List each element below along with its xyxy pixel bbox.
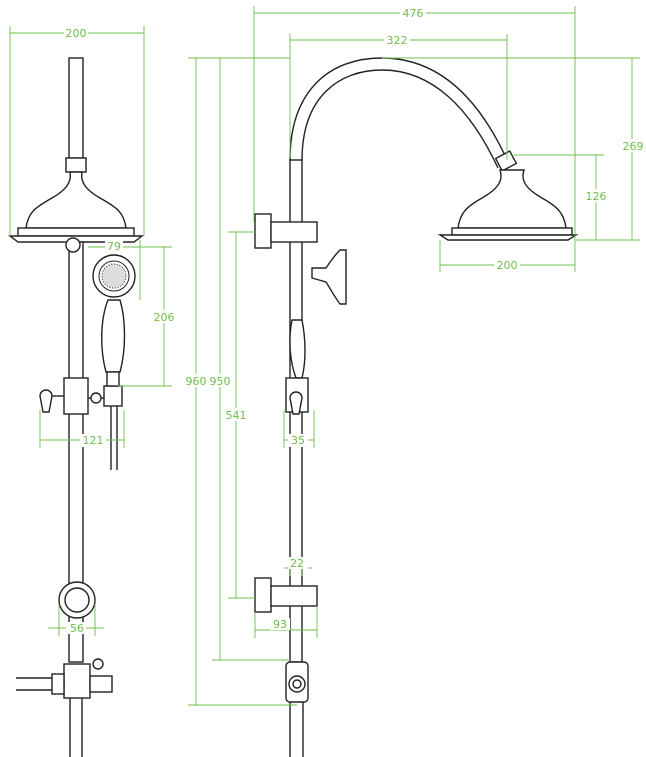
front-view	[7, 57, 145, 757]
dim-overall-height: 960	[186, 375, 207, 388]
diverter-knob	[92, 658, 104, 670]
hand-shower-side	[311, 249, 347, 305]
hand-shower-face	[98, 260, 130, 292]
shower-head-side-face	[437, 234, 579, 241]
hand-shower-neck	[106, 371, 120, 387]
dim-pipe-diameter: 22	[290, 557, 304, 570]
mixer-handle-left	[39, 389, 53, 413]
lower-wall-bracket	[254, 577, 272, 613]
shower-head-side-rim	[451, 227, 573, 236]
mixer-block	[63, 377, 89, 415]
bottom-valve-inner	[292, 679, 302, 689]
riser-pipe-top	[68, 57, 84, 159]
mixer-handle-right	[90, 392, 102, 404]
dim-handpiece-diameter: 79	[107, 240, 121, 253]
riser-collar	[65, 157, 87, 173]
dim-overall-width: 476	[403, 7, 424, 20]
shower-head-rim	[17, 227, 135, 237]
dimension-labels: 200 476 322 269 126 200 79 206 960 950 5…	[64, 6, 646, 635]
dim-escutcheon-diameter: 56	[70, 622, 84, 635]
hand-shower-nozzles	[101, 263, 127, 289]
diverter-body	[63, 663, 91, 699]
diverter-nut	[51, 673, 65, 695]
diverter-outlet	[89, 675, 113, 693]
shower-head-front	[25, 171, 127, 229]
dim-holder-depth: 35	[291, 434, 305, 447]
shower-head-side	[457, 169, 567, 229]
dim-left-head-width: 200	[66, 27, 87, 40]
hand-shower-handle	[101, 299, 126, 373]
dim-head-drop: 126	[586, 190, 607, 203]
hand-shower-holder	[103, 385, 123, 407]
dim-arm-reach: 322	[387, 34, 408, 47]
upper-bracket-arm	[270, 221, 318, 243]
arched-arm-outer	[289, 57, 509, 163]
side-view	[254, 57, 579, 757]
arm-joint	[494, 150, 518, 172]
swivel-joint	[65, 237, 81, 253]
dim-bracket-depth: 93	[273, 618, 287, 631]
dim-mixer-width: 121	[83, 434, 104, 447]
arched-arm-inner	[301, 69, 499, 169]
slide-holder-knob	[289, 391, 303, 415]
upper-wall-bracket	[254, 213, 272, 249]
wall-escutcheon-inner	[64, 587, 90, 613]
dim-riser-height: 950	[210, 375, 231, 388]
dim-right-head-width: 200	[497, 259, 518, 272]
lower-bracket-arm	[270, 585, 318, 607]
dim-holder-height: 541	[226, 409, 247, 422]
dim-handpiece-offset: 206	[154, 311, 175, 324]
dim-arm-height: 269	[623, 140, 644, 153]
